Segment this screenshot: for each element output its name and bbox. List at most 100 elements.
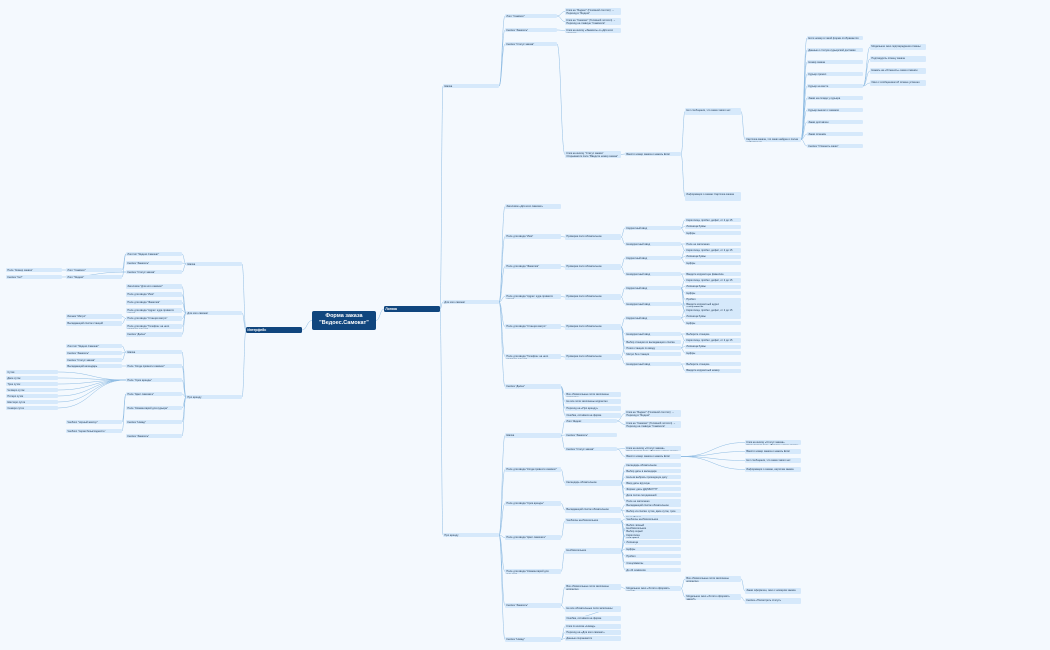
logic-check-rule[interactable]: Цифры [685,231,741,235]
logic-status-click[interactable]: Клик на кнопку "Статус заказа" Открывает… [565,151,621,158]
logic-rent-field[interactable]: Поле для ввода "Срок аренды" [505,501,561,506]
logic-error-msg[interactable]: Выберите станцию [685,332,741,336]
logic-comment-rule[interactable]: Кириллица [625,533,681,537]
logic-rent-header[interactable]: Кнопка "Заказать" [565,433,617,437]
branch-interface[interactable]: Интерфейс [246,327,302,333]
logic-valid-input[interactable]: Корректный ввод [625,286,681,290]
logic-rent-status-detail[interactable]: Клик на кнопку «Статус заказа» Открывает… [745,440,801,445]
logic-valid-input[interactable]: Корректный ввод [625,316,681,320]
logic-comment-rule[interactable]: Пробел [625,554,681,558]
logic-date-rule[interactable]: Ввод даты вручную [625,481,681,485]
ui-rent-header[interactable]: Кнопка "Заказать" [66,351,122,355]
logic-check-rule[interactable]: Цифры [685,261,741,265]
logic-next-rule[interactable]: Переход на «Про аренду» [565,406,621,411]
logic-order-detail-item[interactable]: Заказ доставлен [807,120,863,124]
logic-rent[interactable]: Про аренду [443,533,499,537]
logic-date-rule[interactable]: Нельзя выбрать прошедшую дату [625,475,681,479]
logic-order-status[interactable]: Кнопка «Посмотреть статус» [745,598,801,604]
logic-rent-status-detail[interactable]: Ввести номер заказа и нажать Enter [745,449,801,454]
logic-color-rule[interactable]: Выбор чёрный [625,523,681,527]
logic-invalid-input[interactable]: Некорректный ввод [625,362,681,366]
logic-logo-detail[interactable]: Клик на "Яндекс" (Головной логотип) → Пе… [565,8,621,15]
logic-invalid-input[interactable]: Некорректный ввод [625,242,681,246]
logic-invalid-input[interactable]: Некорректный ввод [625,302,681,306]
ui-rent-item[interactable]: Шапка [126,350,182,354]
logic-status-enter[interactable]: Ввести номер заказа и нажать Enter [625,152,681,156]
ui-who-item[interactable]: Поле для ввода "Станция метро" [126,316,182,321]
logic-check-rule[interactable]: Латиница буквы [685,254,741,259]
logic-who-field[interactable]: Поле для ввода "Станция метро" [505,324,561,329]
ui-term-option[interactable]: Четверо суток [6,388,58,392]
logic-rent-logo[interactable]: Клик на "Самокат" (Головной логотип) → П… [625,421,681,428]
logic-comment-rule[interactable]: Латиница [625,540,681,544]
logic-order-detail-item[interactable]: Курьер принял [807,72,863,76]
ui-header-item[interactable]: Кнопка "Заказать" [126,261,182,265]
logic-header-item[interactable]: Кнопка "Заказать" [505,28,557,32]
logic-who[interactable]: Для кого самокат [443,300,499,304]
logic-check-rule[interactable]: Кириллица, пробел, дефис, от 2 до 15 сим… [685,278,741,282]
ui-who-item[interactable]: Заголовок "Для кого самокат" [126,284,182,289]
logic-rent-field[interactable]: Поле для ввода "Когда привезти самокат" [505,467,561,472]
logic-next-rule[interactable]: Все обязательные поля заполнены корректн… [565,392,621,397]
logic-error-msg[interactable]: Поле не заполнено [685,242,741,246]
logic-rent-status-detail[interactable]: Информация о заказе, карточка заказа [745,467,801,472]
logic-error-msg[interactable]: Введите корректную фамилию [685,272,741,276]
logic-order-ok[interactable]: Все обязательные поля заполнены корректн… [565,584,621,590]
logic-order-detail-item[interactable]: Номер заказа [807,60,863,64]
logic-required-check[interactable]: Проверка поля обязательное [565,354,621,360]
ui-term-option[interactable]: Сутки [6,370,58,374]
logic-check-rule[interactable]: Латиница буквы [685,284,741,289]
logic-order-detail-item[interactable]: Заказ отменён [807,132,863,136]
ui-metro-part[interactable]: Иконка "Метро" [66,314,122,319]
ui-header[interactable]: Шапка [186,262,242,266]
logic-cancel-step[interactable]: Модальное окно подтверждения отмены [870,44,926,50]
logic-color-optional[interactable]: Чекбоксы необязательное [565,518,621,524]
logic-comment-rule[interactable]: Необязательное [625,526,681,530]
logic-back-rule[interactable]: Клик по кнопке «Назад» [565,624,621,629]
logic-order-done[interactable]: Заказ оформлен, окно с номером заказа [745,588,801,594]
ui-color-option[interactable]: Чекбокс "чёрный жемчуг" [66,420,122,424]
logic-rent-status-detail[interactable]: Нет сообщения, что заказ такого нет [745,458,801,463]
logic-who-field[interactable]: Поле для ввода "Фамилия" [505,264,561,269]
ui-rent-item[interactable]: Поле "Срок аренды" [126,378,182,382]
logic-date-rule[interactable]: Дата после сегодняшней [625,493,681,497]
ui-metro-part[interactable]: Выпадающий список станций [66,321,122,326]
logic-check-rule[interactable]: Пробел [685,297,741,302]
logic-date-rule[interactable]: Формат даты ДД.ММ.ГГГГ [625,487,681,491]
logic-check-rule[interactable]: Кириллица, пробел, дефис, от 2 до 15 сим… [685,308,741,312]
ui-calendar[interactable]: Выпадающий календарь [66,364,122,368]
ui-rent-item[interactable]: Кнопка "Заказать" [126,434,182,438]
logic-status-found[interactable]: Информация о заказе: Карточка заказа [685,192,741,201]
logic-date-rule[interactable]: Календарь обязательное [625,463,681,467]
logic-order-detail-item[interactable]: Данные о статусе курьерской доставки [807,48,863,52]
logic-status-notfound[interactable]: Нет сообщения, что заказ такого нет [685,108,741,115]
logic-check-rule[interactable]: Цифры [685,321,741,325]
branch-logic[interactable]: Логика [384,306,440,312]
logic-order-detail-item[interactable]: Заказ на складе у курьера [807,96,863,100]
ui-rent-item[interactable]: Поле "Когда привезти самокат" [126,364,182,368]
logic-order-detail-item[interactable]: Если номер в такой форме отображается [807,36,863,40]
logic-check-rule[interactable]: Кириллица, пробел, дефис, от 2 до 15 сим… [685,248,741,252]
ui-status-part[interactable]: Поле "Номер заказа" [6,268,62,272]
logic-comment-rule[interactable]: Спецсимволы [625,561,681,565]
logic-date-rule[interactable]: Поле не заполнено [625,499,681,503]
logic-color-rule[interactable]: Оба цвета [625,535,681,539]
logic-term-rule[interactable]: Выпадающий список обязательное [625,503,681,507]
logic-required-check[interactable]: Проверка поля обязательное [565,234,621,240]
logic-header-item[interactable]: Лого "Самокат" [505,14,557,18]
ui-who-item[interactable]: Поле для ввода "Телефон: на него позвони… [126,324,182,329]
logic-metro-rule[interactable]: Выбор станции из выпадающего списка [625,340,681,344]
logic-invalid-input[interactable]: Некорректный ввод [625,272,681,276]
logic-error-msg[interactable]: Введите корректный адрес [685,302,741,306]
logic-check-rule[interactable]: Спецсимволы [685,304,741,308]
logic-who-field[interactable]: Поле для ввода "Имя" [505,234,561,239]
logic-check-rule[interactable]: Цифры [685,291,741,295]
logic-rent-status[interactable]: Клик на кнопку «Статус заказа» Открывает… [625,446,681,451]
logic-rent-field[interactable]: Кнопка "Назад" [505,637,561,642]
logic-header-item[interactable]: Кнопка "Статус заказа" [505,42,557,46]
logic-check-rule[interactable]: Латиница буквы [685,314,741,319]
logic-header[interactable]: Шапка [443,84,499,88]
logic-order-detail-item[interactable]: Кнопка "Отменить заказ" [807,144,863,148]
logic-rent-field[interactable]: Шапка [505,433,561,438]
logic-order-detail[interactable]: Клик на кнопку «Заказать» в «Для кого са… [565,28,621,33]
